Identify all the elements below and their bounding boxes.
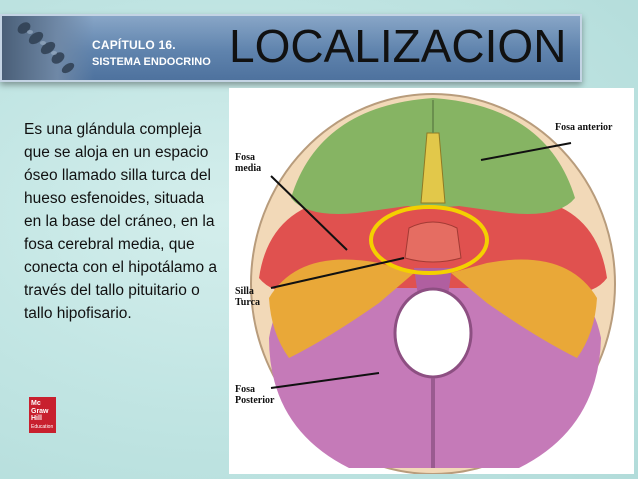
mcgraw-hill-logo: Mc Graw Hill Education — [29, 397, 56, 433]
logo-line3: Hill — [31, 415, 42, 422]
label-fosa-anterior: Fosa anterior — [555, 122, 613, 133]
label-fosa-posterior-2: Posterior — [235, 395, 275, 406]
logo-line4: Education — [31, 423, 54, 430]
crista-galli — [420, 132, 446, 204]
header-bar: CAPÍTULO 16. SISTEMA ENDOCRINO — [0, 14, 582, 82]
petrous-right — [451, 259, 597, 358]
sella-turcica — [404, 221, 462, 263]
body-text: Es una glándula compleja que se aloja en… — [24, 121, 218, 322]
slide-title: LOCALIZACION — [229, 20, 567, 72]
label-fosa-media-2: media — [235, 163, 262, 174]
pointer-fosa-media — [270, 175, 348, 251]
pointer-fosa-posterior — [270, 372, 380, 389]
chapter-number: CAPÍTULO 16. — [92, 38, 176, 52]
petrous-left — [269, 259, 414, 358]
chromosome-image — [2, 16, 94, 80]
label-silla-turca-1: Silla — [235, 286, 254, 297]
highlight-ellipse — [369, 205, 489, 275]
skull-figure: Fosa anterior Fosa media Silla Turca Fos… — [229, 88, 634, 474]
label-fosa-media-1: Fosa — [235, 152, 255, 163]
label-fosa-posterior-1: Fosa — [235, 384, 255, 395]
logo-line2: Graw — [31, 407, 49, 415]
pointer-silla-turca — [270, 257, 405, 289]
label-silla-turca-2: Turca — [235, 297, 261, 308]
chapter-subtitle: SISTEMA ENDOCRINO — [92, 56, 211, 68]
logo-line1: Mc — [31, 400, 41, 407]
pointer-fosa-anterior — [480, 142, 572, 161]
foramen-magnum — [393, 287, 473, 379]
